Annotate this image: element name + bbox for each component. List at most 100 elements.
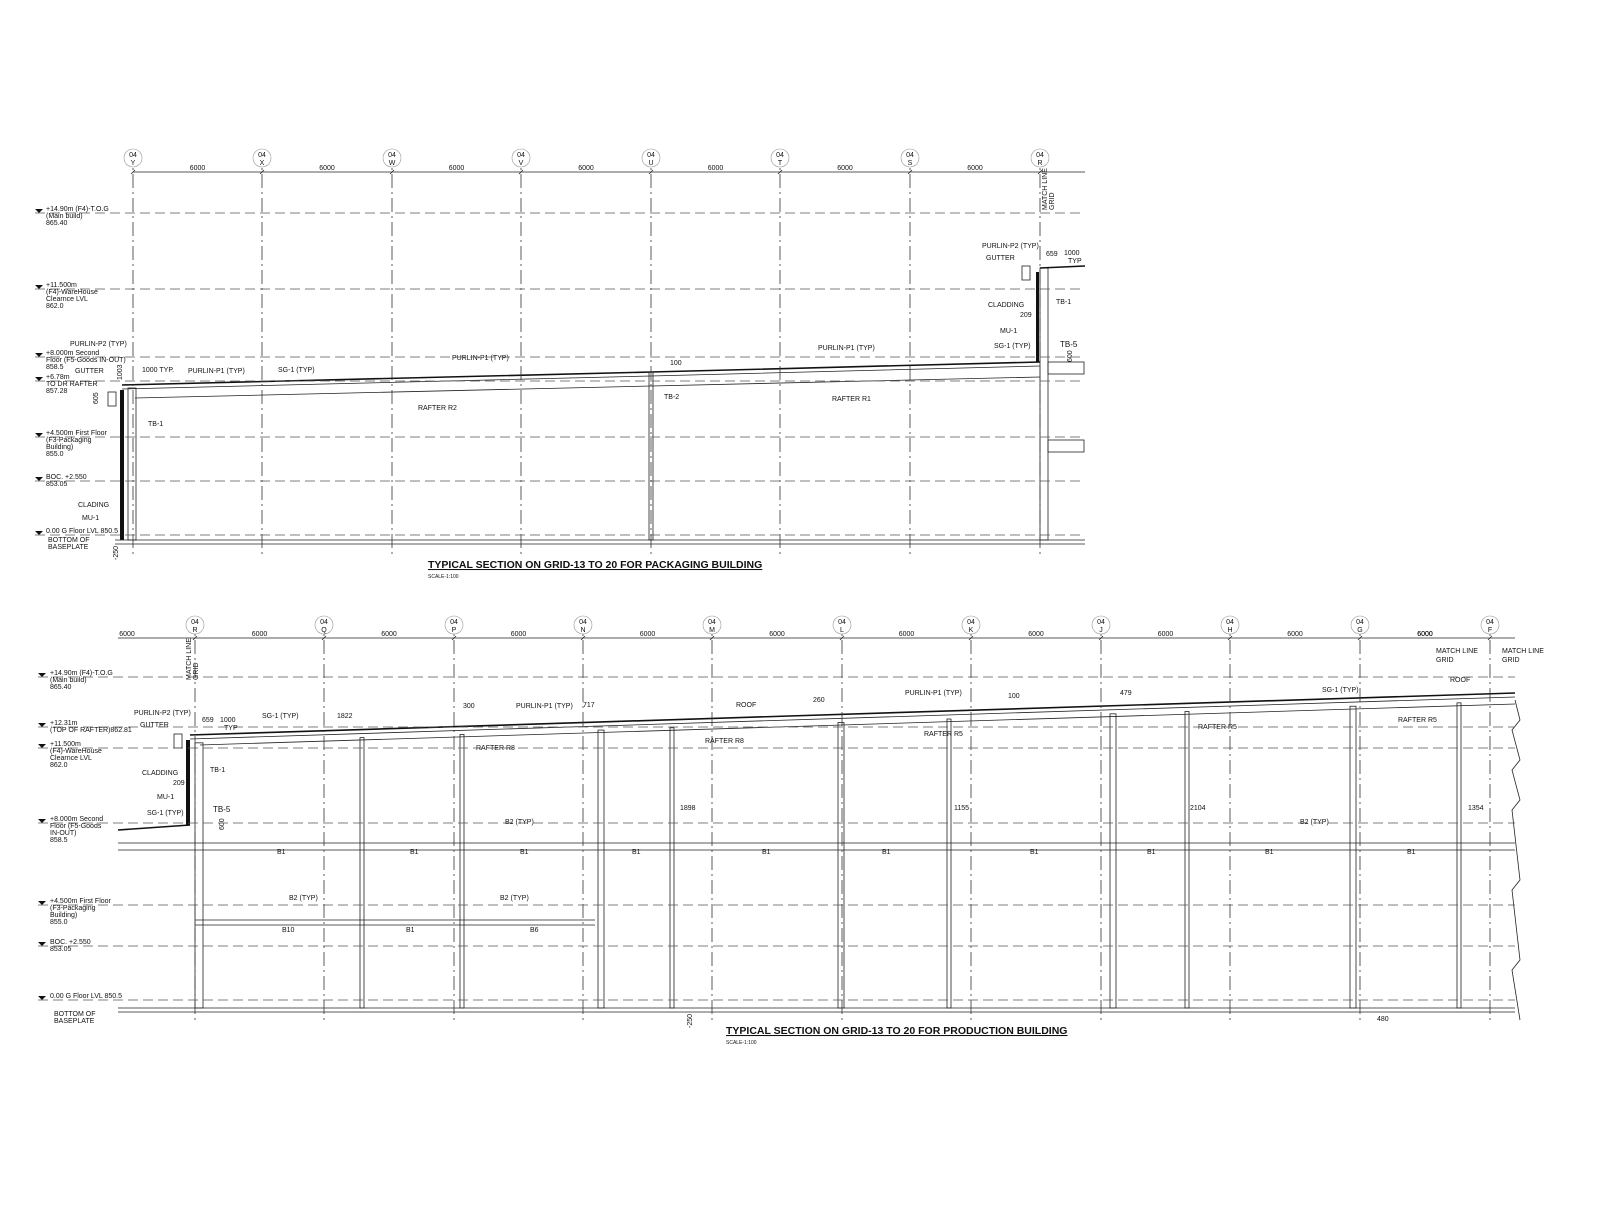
grid-spacing: 6000 <box>511 631 527 638</box>
label-gutter: GUTTER <box>75 368 104 375</box>
baseplate-label: BOTTOM OF <box>54 1011 95 1018</box>
dimension-tick <box>580 635 586 641</box>
level-label: 0.00 G Floor LVL 850.5 <box>50 993 122 1000</box>
grid-label-M: M <box>709 627 715 634</box>
label-mu1: MU-1 <box>157 794 174 801</box>
grid-bubble-Q <box>314 615 334 635</box>
level-marker-icon <box>35 285 43 289</box>
label-purlin-p1: PURLIN-P1 (TYP) <box>516 703 573 710</box>
dim-typ: TYP <box>1068 258 1082 265</box>
grid-prefix: 04 <box>906 152 914 159</box>
label-rafter-r8: RAFTER R8 <box>476 745 515 752</box>
level-label: (TOP OF RAFTER)862.81 <box>50 727 132 734</box>
grid-bubble-H <box>1220 615 1240 635</box>
grid-bubble-X <box>252 148 272 168</box>
label-purlin-p1-2: PURLIN-P1 (TYP) <box>905 690 962 697</box>
label-b10: B10 <box>282 927 295 934</box>
grid-prefix: 04 <box>1036 152 1044 159</box>
dim-300: 300 <box>463 703 475 710</box>
grid-label-R: R <box>192 627 197 634</box>
column <box>194 742 204 1009</box>
label-cladding: CLADDING <box>142 770 178 777</box>
label-rafter-r2: RAFTER R2 <box>418 405 457 412</box>
label-sg1-right: SG-1 (TYP) <box>994 343 1031 350</box>
rafter <box>199 703 1516 746</box>
beam-r2 <box>1047 439 1085 453</box>
gutter-shape-r <box>1021 265 1031 281</box>
dim-209: 209 <box>173 780 185 787</box>
label-purlin-p1-right: PURLIN-P1 (TYP) <box>818 345 875 352</box>
level-label: (F3-Packaging <box>50 905 96 912</box>
level-marker-icon <box>35 531 43 535</box>
label-rafter-r1: RAFTER R1 <box>832 396 871 403</box>
grid-bubble-T <box>770 148 790 168</box>
label-b2-4: B2 (TYP) <box>500 895 529 902</box>
label-tb5: TB-5 <box>213 805 231 814</box>
grid-prefix: 04 <box>1226 619 1234 626</box>
dimension-tick <box>777 169 783 175</box>
label-rafter-r5: RAFTER R5 <box>924 731 963 738</box>
dim-659: 659 <box>1046 251 1058 258</box>
grid-spacing: 6000 <box>252 631 268 638</box>
grid-prefix: 04 <box>647 152 655 159</box>
dim-600: 600 <box>1067 350 1074 362</box>
level-label: +4.500m First Floor <box>50 898 112 905</box>
label-b2-3: B2 (TYP) <box>289 895 318 902</box>
grid-prefix: 04 <box>388 152 396 159</box>
label-b2: B2 (TYP) <box>505 819 534 826</box>
grid-prefix: 04 <box>320 619 328 626</box>
dimension-tick <box>451 635 457 641</box>
dimension-tick <box>389 169 395 175</box>
beam-label-b1: B1 <box>882 849 891 856</box>
dim-600: 600 <box>219 818 226 830</box>
grid-prefix: 04 <box>129 152 137 159</box>
level-label: Clearnce LVL <box>46 296 88 303</box>
gutter-shape <box>173 733 183 749</box>
dim-605: 605 <box>93 392 100 404</box>
grid-bubble-F <box>1480 615 1500 635</box>
dim-1155: 1155 <box>954 805 969 812</box>
grid-spacing: 6000 <box>769 631 785 638</box>
grid-label-F: F <box>1488 627 1492 634</box>
level-label: 0.00 G Floor LVL 850.5 <box>46 528 118 535</box>
grid-bubble-J <box>1091 615 1111 635</box>
cladding-wall <box>120 390 124 540</box>
rafter <box>134 376 1041 399</box>
dim-479: 479 <box>1120 690 1132 697</box>
grid-spacing: 6000 <box>967 165 983 172</box>
column <box>1349 705 1357 1009</box>
grid-bubble-L <box>832 615 852 635</box>
label-gutter: GUTTER <box>140 722 169 729</box>
level-label: BOC. +2.550 <box>50 939 91 946</box>
grid-prefix: 04 <box>191 619 199 626</box>
grid-bubble-U <box>641 148 661 168</box>
grid-spacing: 6000 <box>708 165 724 172</box>
packaging-building-section: PURLIN-P2 (TYP) GUTTER 1003 1000 TYP. PU… <box>35 148 1086 580</box>
break-line <box>1511 699 1521 1021</box>
grid-prefix: 04 <box>967 619 975 626</box>
label-b2-2: B2 (TYP) <box>1300 819 1329 826</box>
level-marker-icon <box>38 744 46 748</box>
dimension-tick <box>130 169 136 175</box>
column <box>1109 713 1117 1009</box>
level-label: 857.28 <box>46 388 68 395</box>
level-label: +14.90m (F4)-T.O.G <box>46 206 109 213</box>
column <box>837 722 845 1009</box>
label-rafter-r5-2: RAFTER R5 <box>1198 724 1237 731</box>
column-r <box>1039 267 1049 541</box>
grid-bubble-P <box>444 615 464 635</box>
column <box>459 734 465 1009</box>
level-label: +12.31m <box>50 720 78 727</box>
level-label: 865.40 <box>50 684 72 691</box>
label-tb2: TB-2 <box>664 394 679 401</box>
beam-label-b1: B1 <box>1030 849 1039 856</box>
dimension-tick <box>907 169 913 175</box>
label-sg1: SG-1 (TYP) <box>262 713 299 720</box>
grid-label-G: G <box>1357 627 1362 634</box>
label-b6: B6 <box>530 927 539 934</box>
grid-prefix: 04 <box>776 152 784 159</box>
dim-1898: 1898 <box>680 805 696 812</box>
dim-250: -250 <box>113 546 120 560</box>
label-b1-ff: B1 <box>406 927 415 934</box>
